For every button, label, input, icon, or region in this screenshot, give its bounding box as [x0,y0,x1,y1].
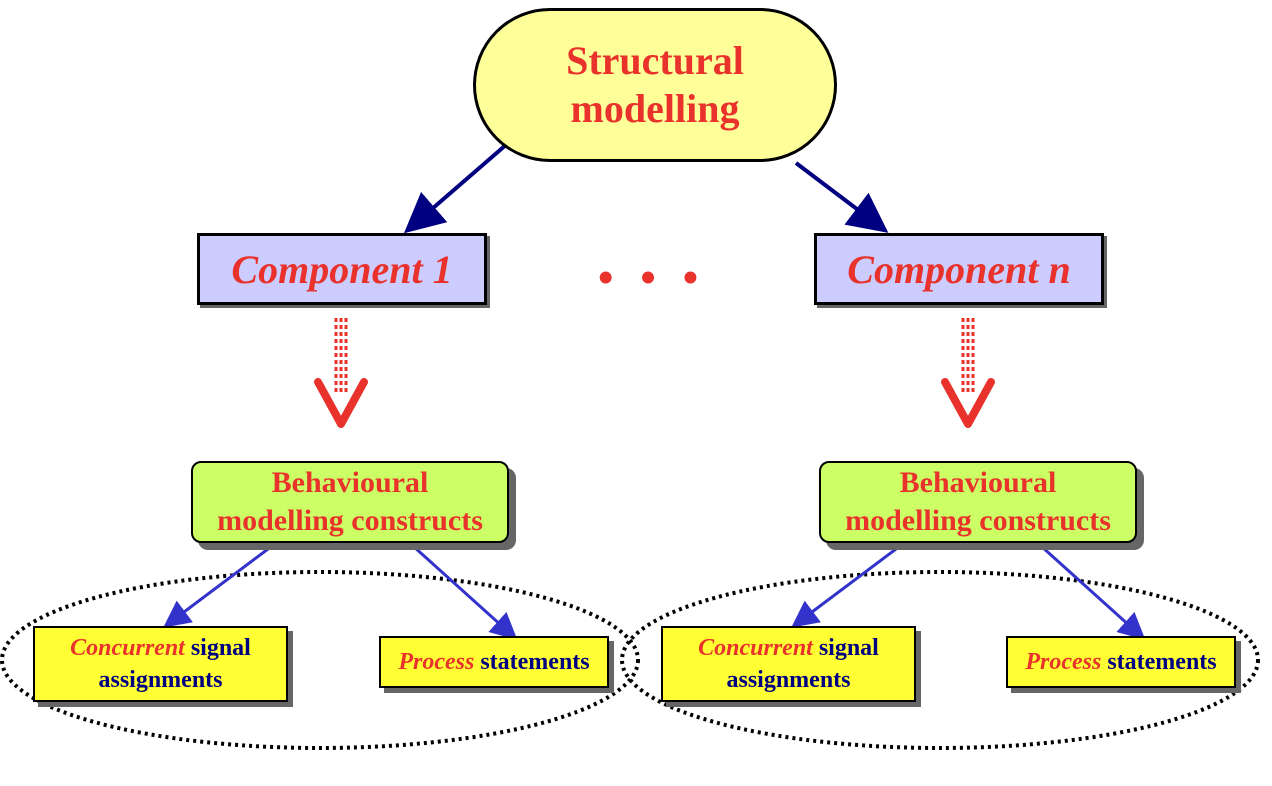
concurrent-rest: signal [812,635,879,661]
process-statements-node-2: Process statements [1006,636,1236,688]
arrow-behaviour-2-to-process [1039,544,1146,641]
arrow-root-to-component-n [794,161,889,233]
concurrent-signal-assignments-node-2: Concurrent signal assignments [661,626,916,702]
process-keyword: Process [1025,649,1102,675]
behavioural-constructs-node-1: Behavioural modelling constructs [191,461,509,543]
arrow-behaviour-2-to-concurrent [791,544,901,628]
dashed-arrow-left [314,318,368,428]
root-label-line1: Structural [566,38,744,83]
concurrent-line2: assignments [98,667,223,693]
ellipsis-dots: • • • [598,253,707,302]
process-rest: statements [474,649,590,675]
behavioural-constructs-node-2: Behavioural modelling constructs [819,461,1137,543]
behaviour-1-line2: modelling constructs [217,504,483,537]
behaviour-1-line1: Behavioural [271,466,429,499]
arrow-root-to-component-1 [403,142,509,234]
group-ellipse-left [0,570,640,750]
root-label-line2: modelling [570,86,740,131]
component-1-label: Component 1 [231,246,453,292]
behaviour-2-line1: Behavioural [899,466,1057,499]
arrow-behaviour-1-to-concurrent [163,544,273,628]
arrow-behaviour-1-to-process [411,544,518,641]
concurrent-rest: signal [184,635,251,661]
concurrent-line2: assignments [726,667,851,693]
concurrent-signal-assignments-node-1: Concurrent signal assignments [33,626,288,702]
structural-modelling-node: Structural modelling [473,8,837,162]
behaviour-2-line2: modelling constructs [845,504,1111,537]
component-n-label: Component n [847,246,1071,292]
group-ellipse-right [620,570,1260,750]
dashed-arrow-right [941,318,995,428]
process-rest: statements [1101,649,1217,675]
component-1-node: Component 1 [197,233,487,305]
concurrent-keyword: Concurrent [698,635,813,661]
component-n-node: Component n [814,233,1104,305]
concurrent-keyword: Concurrent [70,635,185,661]
process-statements-node-1: Process statements [379,636,609,688]
process-keyword: Process [398,649,475,675]
